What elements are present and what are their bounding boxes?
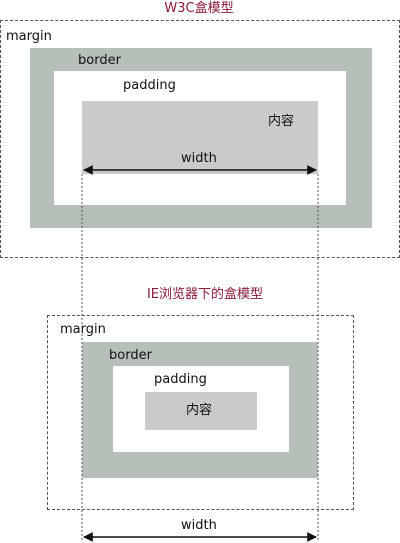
ie-model-title: IE浏览器下的盒模型 xyxy=(146,287,264,302)
w3c-content-label: 内容 xyxy=(268,114,295,129)
ie-content-area xyxy=(145,392,257,430)
ie-content-label: 内容 xyxy=(186,403,213,418)
ie-width-label: width xyxy=(181,518,217,533)
w3c-border-label: border xyxy=(78,53,121,68)
ie-margin-label: margin xyxy=(60,322,106,337)
w3c-margin-label: margin xyxy=(6,29,52,44)
ie-padding-label: padding xyxy=(154,372,207,387)
ie-border-label: border xyxy=(109,348,152,363)
w3c-content-area xyxy=(82,101,318,174)
ie-margin-box xyxy=(47,315,354,510)
w3c-width-label: width xyxy=(181,151,217,166)
w3c-model-title: W3C盒模型 xyxy=(164,1,234,16)
w3c-padding-label: padding xyxy=(123,78,176,93)
